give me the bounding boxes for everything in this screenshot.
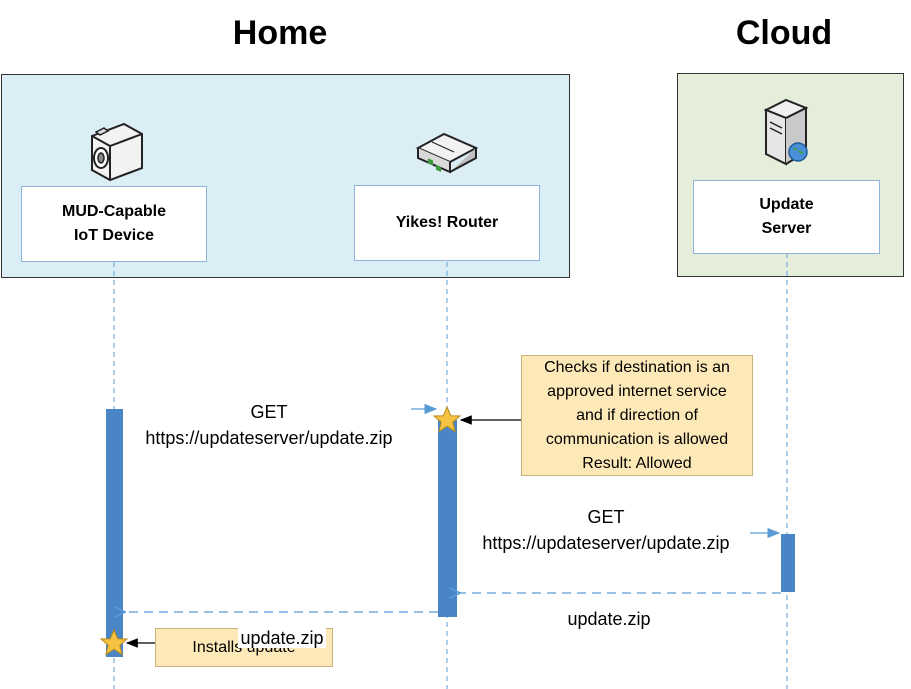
router-icon: [415, 132, 479, 174]
star-icon: [99, 628, 129, 656]
router-box: Yikes! Router: [354, 185, 540, 261]
message-reply-server-to-router: update.zip: [545, 580, 673, 632]
activation-router: [438, 420, 457, 617]
home-zone-title: Home: [232, 14, 328, 52]
router-check-note: Checks if destination is an approved int…: [521, 355, 753, 476]
message-get-device-to-router: GET https://updateserver/update.zip: [145, 402, 393, 448]
message-reply-router-to-device: update.zip: [218, 599, 346, 651]
message-get-router-to-server: GET https://updateserver/update.zip: [482, 507, 730, 553]
iot-device-box: MUD-Capable IoT Device: [21, 186, 207, 262]
server-icon: [763, 98, 809, 166]
update-server-box: Update Server: [693, 180, 880, 254]
activation-iot-device: [106, 409, 123, 657]
cloud-zone-title: Cloud: [735, 14, 833, 52]
star-icon: [432, 405, 462, 433]
activation-update-server: [781, 534, 795, 592]
reply-server-to-router-label: update.zip: [565, 609, 653, 629]
reply-router-to-device-label: update.zip: [238, 628, 326, 648]
camera-icon: [91, 122, 143, 182]
